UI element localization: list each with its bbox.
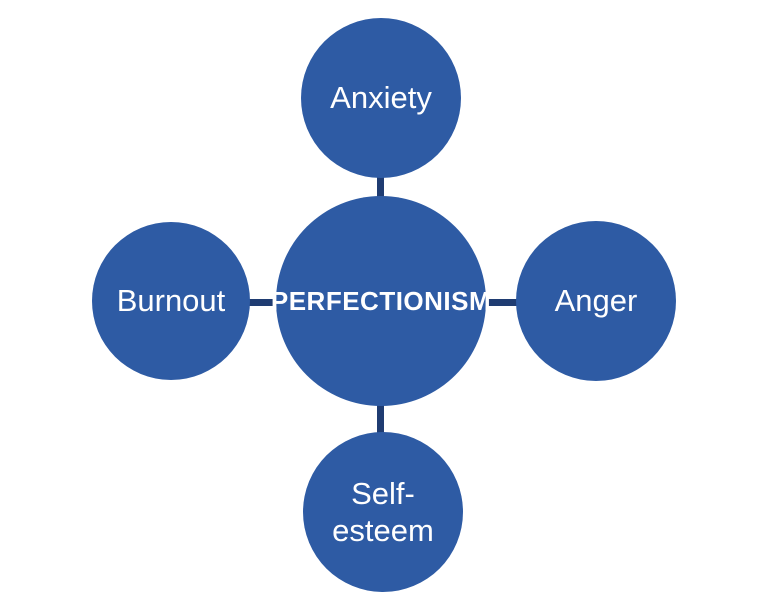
node-burnout-label: Burnout (116, 283, 226, 319)
node-self-esteem-label: Self-esteem (332, 475, 434, 548)
node-burnout: Burnout (92, 222, 250, 380)
node-perfectionism: PERFECTIONISM (271, 196, 491, 406)
node-anxiety-label: Anxiety (330, 80, 432, 116)
node-perfectionism-label: PERFECTIONISM (270, 285, 492, 316)
node-anger-label: Anger (554, 283, 638, 319)
node-anxiety: Anxiety (301, 18, 461, 178)
node-anger: Anger (516, 221, 676, 381)
node-self-esteem: Self-esteem (303, 432, 463, 592)
